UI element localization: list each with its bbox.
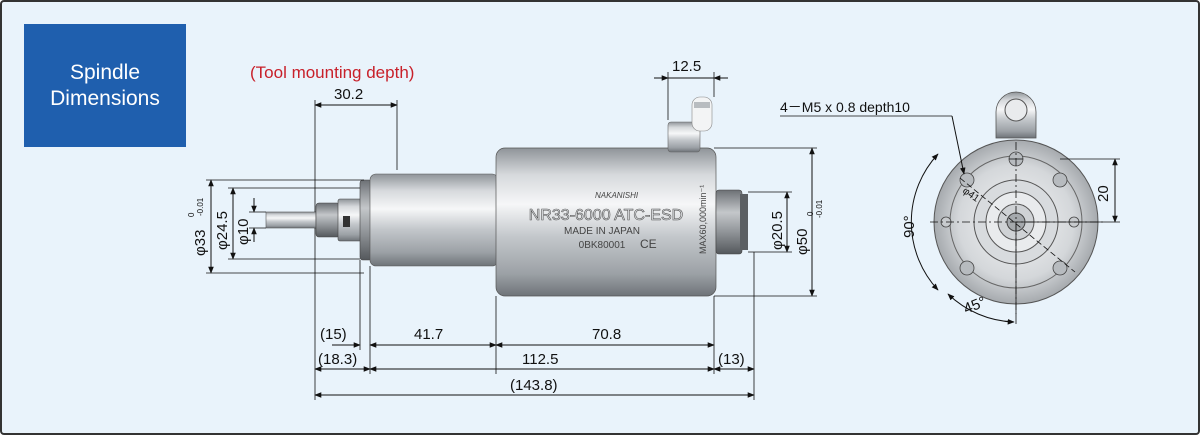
dim-50-tol0: 0 <box>806 211 815 216</box>
serial-label: 0BK80001 <box>579 240 626 251</box>
max-speed-label: MAX60,000min⁻¹ <box>698 185 708 254</box>
badge-line-2: Dimensions <box>50 86 160 110</box>
dim-10: φ10 <box>235 219 252 245</box>
dim-50: φ50 <box>794 229 811 255</box>
dim-143-8: (143.8) <box>510 377 558 394</box>
dimension-lines-left <box>206 179 364 274</box>
dimension-lines-bottom <box>314 228 755 400</box>
dim-30-2: 30.2 <box>334 86 363 103</box>
dim-112-5: 112.5 <box>522 351 558 368</box>
rear-connector <box>715 189 743 255</box>
dim-33-tol: -0.01 <box>196 197 205 216</box>
screw-hole-3 <box>959 260 975 276</box>
badge-line-1: Spindle <box>69 60 141 84</box>
tool-depth-note: (Tool mounting depth) <box>250 63 414 82</box>
rear-thread <box>740 194 748 250</box>
collet-nut <box>315 202 341 238</box>
brand-label: NAKANISHI <box>595 191 639 200</box>
dim-33: φ33 <box>192 230 209 256</box>
tool-bit <box>265 211 317 229</box>
dim-50-tol: -0.01 <box>815 199 824 218</box>
screw-hole-1 <box>959 172 975 188</box>
dim-70-8: 70.8 <box>592 326 621 343</box>
air-fitting-ring <box>694 102 710 108</box>
dim-18-3: (18.3) <box>318 351 357 368</box>
collet-slot <box>343 216 350 227</box>
dim-33-tol0: 0 <box>187 212 196 217</box>
dim-41-7: 41.7 <box>414 326 443 343</box>
model-label: NR33-6000 ATC-ESD <box>529 207 683 224</box>
spindle-end-view <box>930 91 1106 314</box>
screw-hole-4 <box>1052 260 1068 276</box>
angle-90: 90° <box>901 215 918 238</box>
made-in-label: MADE IN JAPAN <box>564 226 640 237</box>
screw-hole-2 <box>1052 172 1068 188</box>
screw-note: 4－M5 x 0.8 depth10 <box>780 99 910 115</box>
dim-20-5: φ20.5 <box>769 211 786 250</box>
air-fitting-body <box>667 121 701 153</box>
dimension-lines-top <box>314 72 728 212</box>
front-housing <box>369 173 499 267</box>
dim-24-5: φ24.5 <box>214 211 231 250</box>
dim-15: (15) <box>320 326 347 343</box>
end-view-dimensions <box>780 115 1120 325</box>
dimension-lines-right <box>714 147 817 297</box>
dim-20: 20 <box>1095 185 1112 202</box>
spindle-side-view: NAKANISHI NR33-6000 ATC-ESD MADE IN JAPA… <box>265 96 748 297</box>
dim-12-5: 12.5 <box>672 58 701 75</box>
ce-mark: CE <box>640 237 657 251</box>
section-badge: Spindle Dimensions <box>24 24 186 147</box>
dim-13: (13) <box>718 351 745 368</box>
